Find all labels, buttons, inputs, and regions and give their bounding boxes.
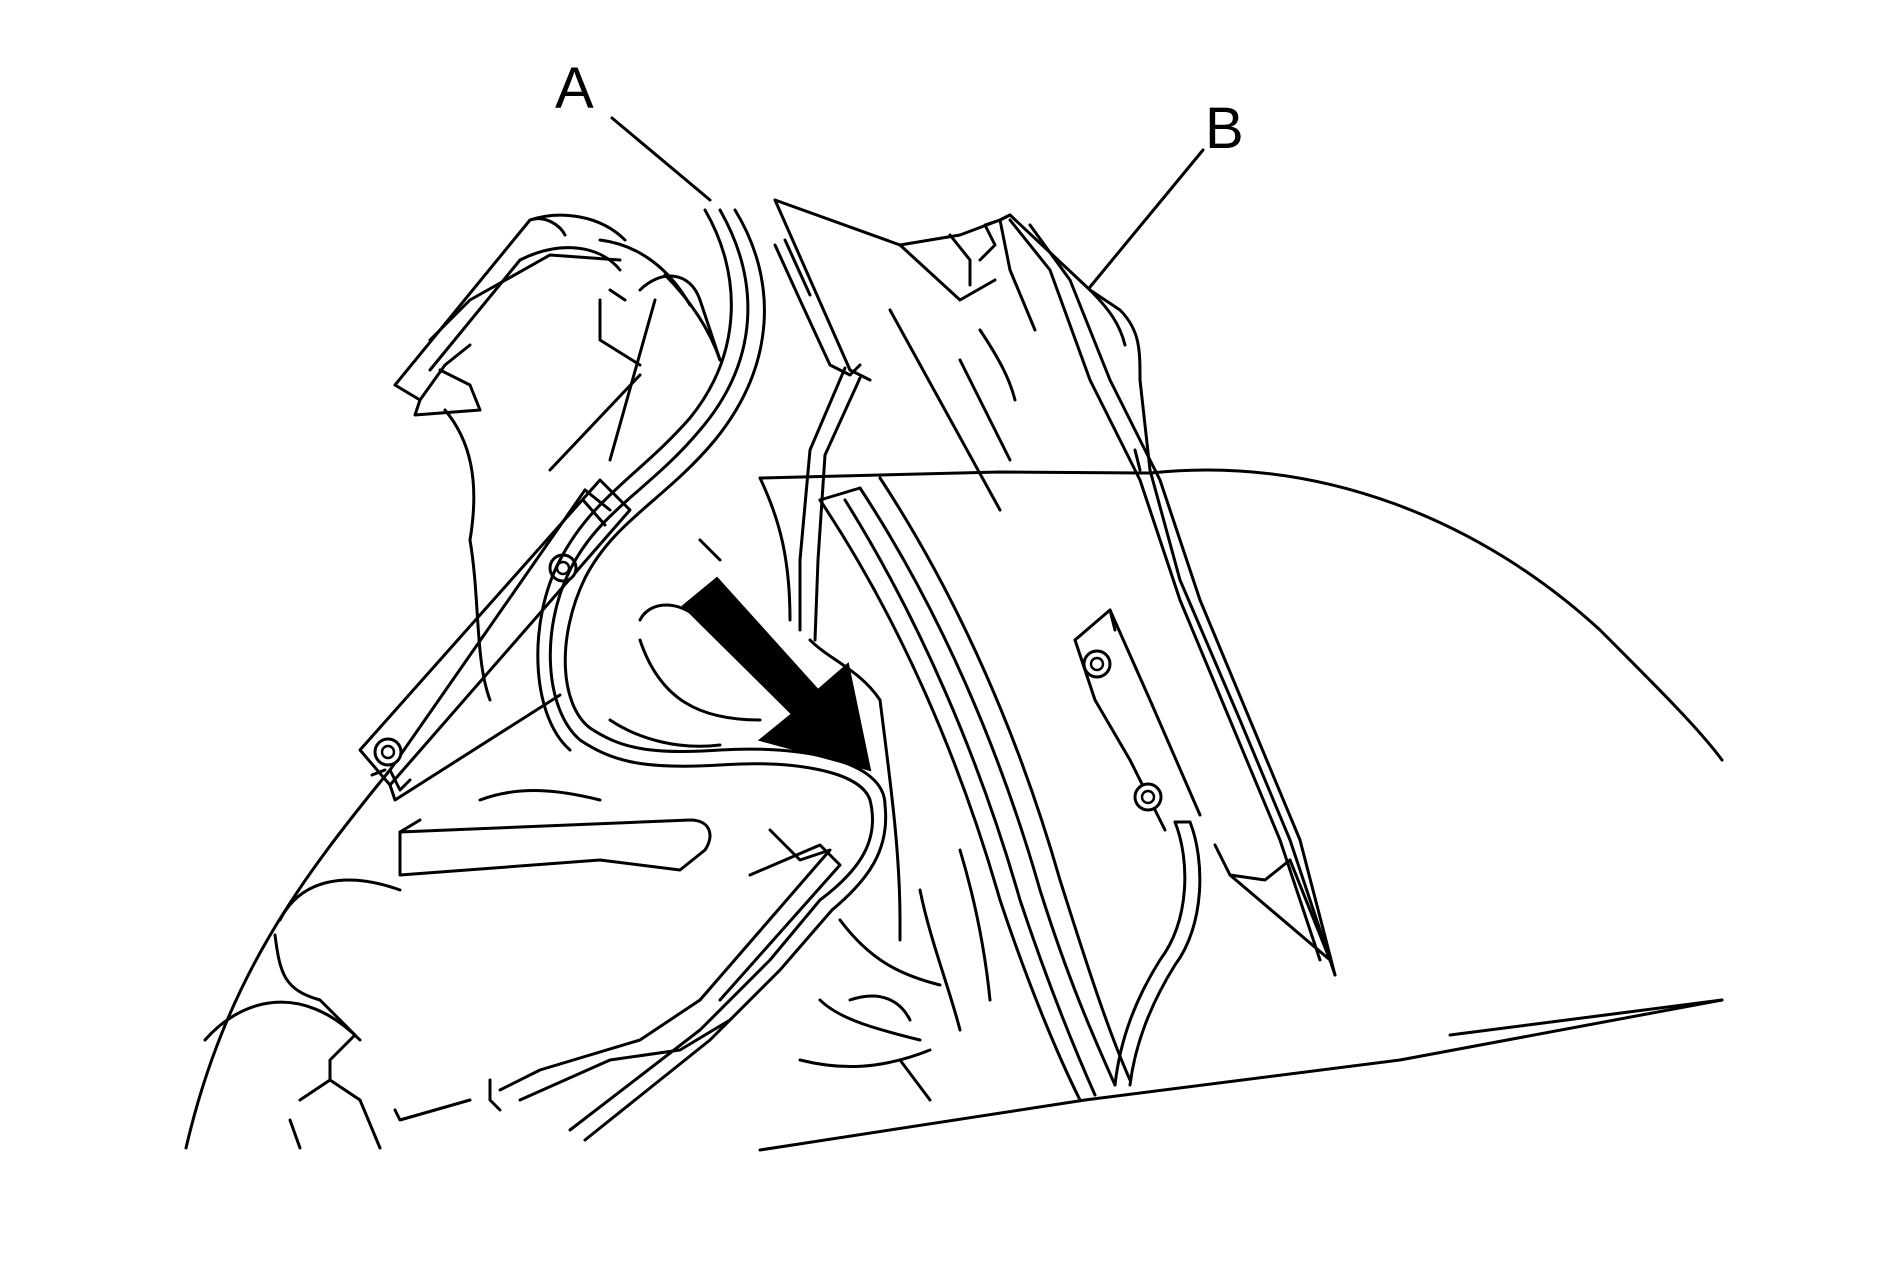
harness-a bbox=[536, 208, 888, 1142]
component-b-cover bbox=[773, 198, 1337, 977]
left-shell bbox=[184, 488, 612, 1150]
lower-harness-bracket bbox=[288, 789, 842, 1150]
b-bracket-nut-upper bbox=[1082, 649, 1112, 679]
callout-label-a: A bbox=[555, 56, 594, 121]
b-bracket-nut-lower bbox=[1133, 782, 1163, 812]
callout-leader-a bbox=[610, 116, 712, 202]
upper-left-bracket bbox=[393, 213, 722, 702]
support-rod bbox=[773, 238, 862, 642]
rail-nut-lower bbox=[373, 737, 403, 767]
wheelhouse-flange bbox=[818, 476, 1132, 1102]
harness-b-tube bbox=[1113, 820, 1202, 1087]
callout-label-b: B bbox=[1205, 96, 1244, 161]
bracket-rail-left bbox=[358, 478, 632, 802]
callout-leader-b bbox=[1088, 148, 1205, 289]
body-panel-contours bbox=[758, 468, 1724, 1152]
cavity-contours bbox=[608, 476, 992, 1102]
direction-arrow bbox=[681, 576, 872, 772]
